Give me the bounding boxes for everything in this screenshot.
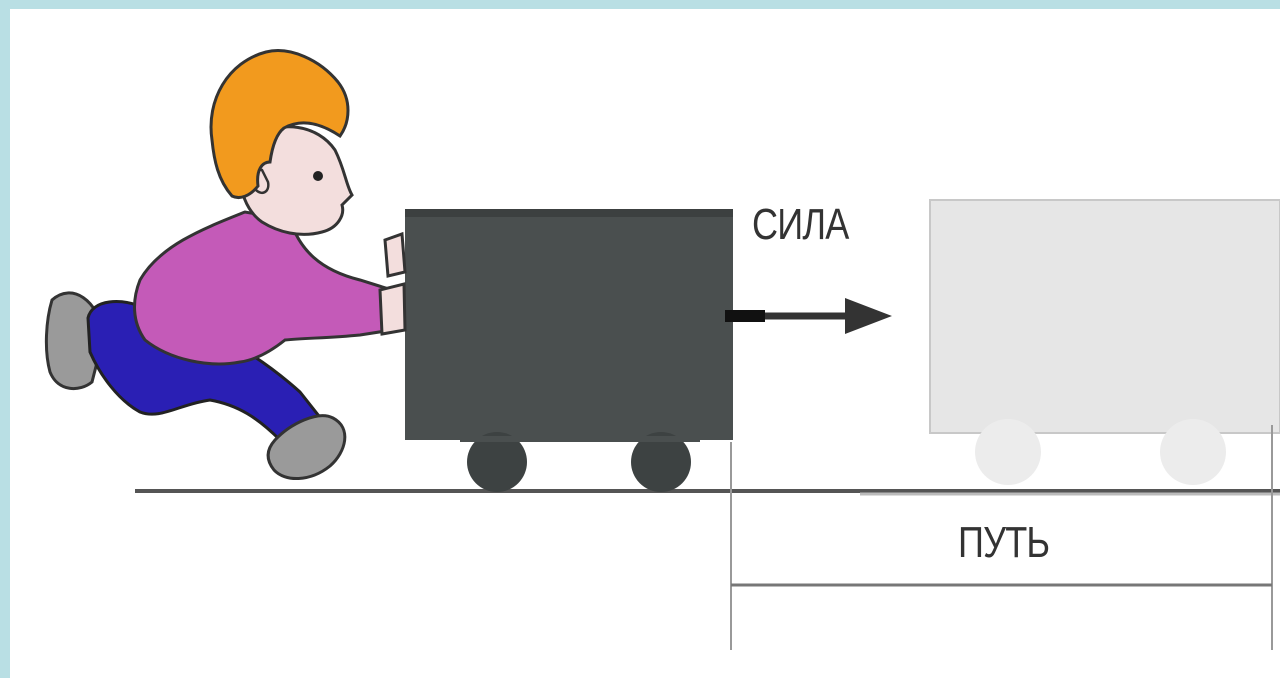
frame-border-top xyxy=(0,0,1280,9)
boy-figure xyxy=(44,49,407,481)
ghost-cart-wheel-right xyxy=(1160,419,1226,485)
frame-border-left xyxy=(0,0,10,678)
cart-wheel-cover xyxy=(460,436,700,442)
ghost-cart-body xyxy=(929,199,1280,434)
cart-wheel-right xyxy=(631,432,691,492)
cart-wheel-left xyxy=(467,432,527,492)
force-label: СИЛА xyxy=(752,200,849,249)
boy-hair xyxy=(209,49,350,200)
boy-front-shoe-icon xyxy=(266,414,347,481)
boy-hand-upper xyxy=(383,231,407,278)
cart-top-edge xyxy=(405,209,733,217)
ghost-cart-wheel-left xyxy=(975,419,1041,485)
force-arrow xyxy=(725,298,892,334)
boy-eye xyxy=(313,171,323,181)
ghost-cart xyxy=(929,199,1280,485)
path-label: ПУТЬ xyxy=(958,518,1050,567)
boy-hand-lower xyxy=(378,282,407,336)
force-arrow-tail xyxy=(725,310,765,322)
boy-shirt xyxy=(133,210,394,366)
force-arrow-head xyxy=(845,298,892,334)
cart xyxy=(405,209,733,492)
cart-body xyxy=(405,209,733,440)
